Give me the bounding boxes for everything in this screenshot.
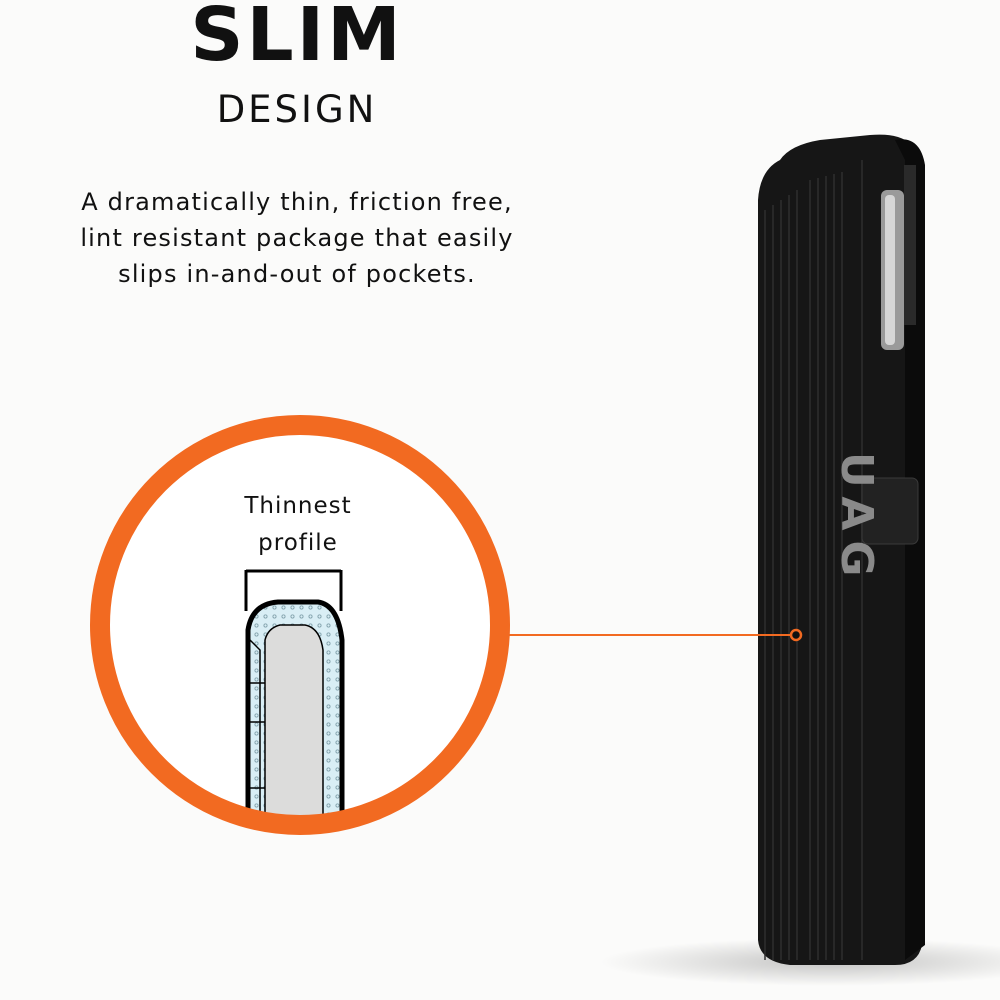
uag-logo: UAG <box>831 452 882 587</box>
description-line: lint resistant package that easily <box>80 224 514 252</box>
callout-circle <box>90 415 510 835</box>
description-line: slips in-and-out of pockets. <box>118 260 476 288</box>
headline-subtitle: DESIGN <box>216 88 378 131</box>
cross-section-diagram <box>245 599 345 825</box>
description: A dramatically thin, friction free, lint… <box>47 184 547 292</box>
callout-label-line: profile <box>258 530 338 556</box>
description-line: A dramatically thin, friction free, <box>81 188 513 216</box>
thickness-dimension-marker <box>244 569 343 611</box>
callout-label: Thinnest profile <box>198 488 398 562</box>
headline-title: SLIM <box>190 0 404 78</box>
callout-label-line: Thinnest <box>244 493 352 519</box>
callout-point <box>789 628 803 642</box>
strap <box>861 477 919 545</box>
tablet-case: UAG <box>758 134 925 966</box>
